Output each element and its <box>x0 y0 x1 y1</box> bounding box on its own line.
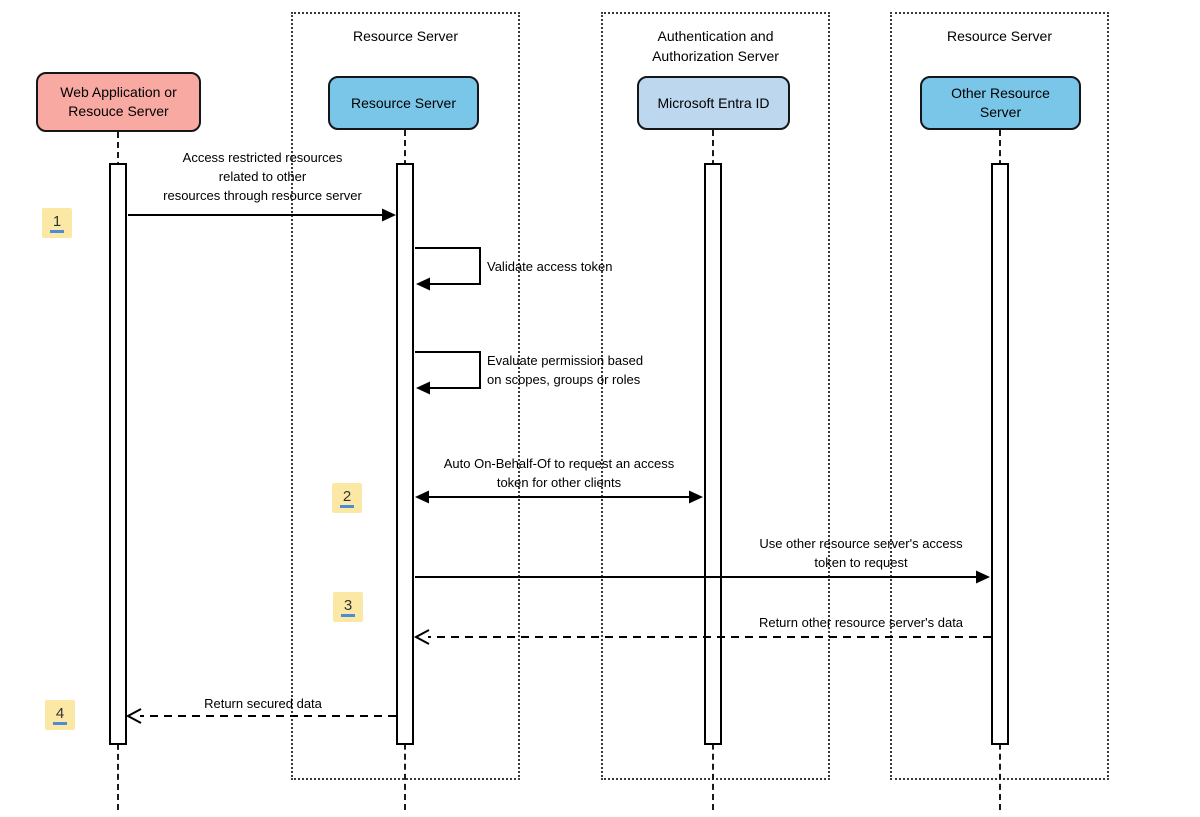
actor-other-resource-server: Other Resource Server <box>920 76 1081 130</box>
self-message-evaluate-label: Evaluate permission based on scopes, gro… <box>487 353 644 387</box>
frame-label: Authentication and Authorization Server <box>652 28 779 64</box>
frame-auth-server: Authentication and Authorization Server <box>601 12 830 780</box>
step-badge-1: 1 <box>42 208 72 238</box>
step-badge-4: 4 <box>45 700 75 730</box>
message-4-label: Return other resource server's data <box>758 615 964 630</box>
actor-label: Resource Server <box>350 94 457 111</box>
frame-label: Resource Server <box>946 28 1053 44</box>
actor-microsoft-entra-id: Microsoft Entra ID <box>637 76 790 130</box>
actor-resource-server: Resource Server <box>328 76 479 130</box>
activation-entra-id <box>704 163 722 745</box>
actor-label: Microsoft Entra ID <box>657 94 770 111</box>
activation-resource-server <box>396 163 414 745</box>
step-number: 2 <box>339 488 355 508</box>
step-number: 3 <box>340 597 356 617</box>
step-badge-2: 2 <box>332 483 362 513</box>
actor-web-application: Web Application or Resouce Server <box>36 72 201 132</box>
message-1-label: Access restricted resources related to o… <box>163 150 362 203</box>
message-3-label: Use other resource server's access token… <box>759 536 963 570</box>
step-number: 1 <box>49 213 65 233</box>
activation-other-resource-server <box>991 163 1009 745</box>
self-message-validate-label: Validate access token <box>487 259 613 274</box>
step-number: 4 <box>52 705 68 725</box>
activation-web-application <box>109 163 127 745</box>
message-5-label: Return secured data <box>204 696 322 711</box>
frame-label: Resource Server <box>352 28 459 44</box>
actor-label: Other Resource Server <box>951 85 1050 120</box>
message-2-label: Auto On-Behalf-Of to request an access t… <box>443 456 675 490</box>
actor-label: Web Application or Resouce Server <box>60 84 177 119</box>
step-badge-3: 3 <box>333 592 363 622</box>
